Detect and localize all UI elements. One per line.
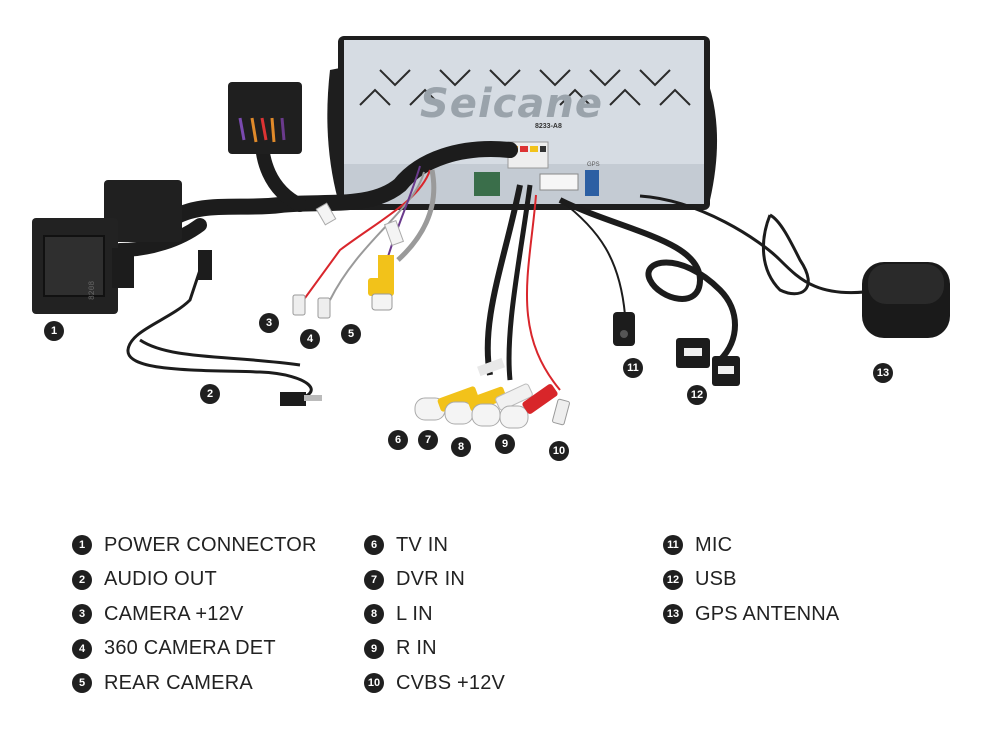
legend-item: 6 TV IN (364, 528, 505, 563)
legend-column-1: 1 POWER CONNECTOR 2 AUDIO OUT 3 CAMERA +12V… (72, 528, 317, 701)
legend-item: 4 360 CAMERA DET (72, 632, 317, 667)
callout-1: 1 (44, 321, 64, 341)
callout-10: 10 (549, 441, 569, 461)
dvr-in-rca (444, 401, 474, 425)
camera-12v-terminal (292, 294, 306, 316)
callout-8: 8 (451, 437, 471, 457)
l-in-rca (471, 403, 501, 427)
legend-item: 2 AUDIO OUT (72, 563, 317, 598)
callout-5: 5 (341, 324, 361, 344)
callout-9: 9 (495, 434, 515, 454)
legend-item: 1 POWER CONNECTOR (72, 528, 317, 563)
legend-item: 3 CAMERA +12V (72, 597, 317, 632)
legend-number: 1 (72, 535, 92, 556)
legend-number: 9 (364, 638, 384, 659)
audio-out-cable (126, 250, 322, 406)
camera-wires (292, 165, 437, 319)
harness-connector-a (228, 82, 302, 154)
legend-number: 4 (72, 638, 92, 659)
legend-number: 6 (364, 535, 384, 556)
gps-port-label: GPS (587, 162, 600, 168)
legend-number: 13 (663, 604, 683, 625)
legend-item: 12 USB (663, 563, 839, 598)
legend-number: 2 (72, 569, 92, 590)
legend-item: 8 L IN (364, 597, 505, 632)
callout-7: 7 (418, 430, 438, 450)
legend-label: USB (695, 568, 737, 591)
product-illustration: Seicane 8233-A8 GPS 8208 (32, 36, 950, 429)
callout-6: 6 (388, 430, 408, 450)
legend-number: 12 (663, 569, 683, 590)
legend-item: 5 REAR CAMERA (72, 666, 317, 701)
r-in-rca (499, 405, 529, 429)
legend-label: MIC (695, 533, 733, 556)
mic-usb-gps-cables (558, 194, 950, 386)
legend-label: R IN (396, 637, 437, 660)
legend-number: 5 (72, 673, 92, 694)
legend-item: 9 R IN (364, 632, 505, 667)
legend-number: 7 (364, 569, 384, 590)
legend-item: 11 MIC (663, 528, 839, 563)
callout-3: 3 (259, 313, 279, 333)
legend-column-2: 6 TV IN 7 DVR IN 8 L IN 9 R IN 10 CVBS +12V (364, 528, 505, 701)
cvbs-12v-terminal (552, 398, 570, 426)
power-harness: 8208 (32, 82, 518, 314)
legend-number: 11 (663, 535, 683, 556)
legend-item: 7 DVR IN (364, 563, 505, 598)
rear-camera-rca (378, 255, 394, 281)
brand-logo: Seicane (420, 81, 603, 127)
legend-item: 13 GPS ANTENNA (663, 597, 839, 632)
camera-det-terminal (317, 297, 331, 319)
callout-13: 13 (873, 363, 893, 383)
legend-label: REAR CAMERA (104, 671, 253, 694)
harness-connector-b (104, 180, 182, 242)
callout-12: 12 (687, 385, 707, 405)
legend-label: GPS ANTENNA (695, 602, 840, 625)
callout-11: 11 (623, 358, 643, 378)
callout-2: 2 (200, 384, 220, 404)
head-unit: Seicane 8233-A8 GPS (327, 36, 718, 210)
model-code: 8233-A8 (535, 123, 562, 130)
legend-number: 3 (72, 604, 92, 625)
legend-number: 10 (364, 673, 384, 694)
legend-label: L IN (396, 602, 433, 625)
legend-label: TV IN (396, 533, 449, 556)
callout-4: 4 (300, 329, 320, 349)
connector-code: 8208 (88, 281, 97, 300)
legend-label: POWER CONNECTOR (104, 533, 317, 556)
legend-label: AUDIO OUT (104, 568, 217, 591)
legend-label: 360 CAMERA DET (104, 637, 276, 660)
mic-jack (613, 312, 635, 346)
legend-column-3: 11 MIC 12 USB 13 GPS ANTENNA (663, 528, 839, 632)
legend-number: 8 (364, 604, 384, 625)
legend-label: CAMERA +12V (104, 602, 244, 625)
av-input-cables (414, 184, 570, 429)
legend-label: CVBS +12V (396, 671, 506, 694)
legend-label: DVR IN (396, 568, 465, 591)
legend-item: 10 CVBS +12V (364, 666, 505, 701)
